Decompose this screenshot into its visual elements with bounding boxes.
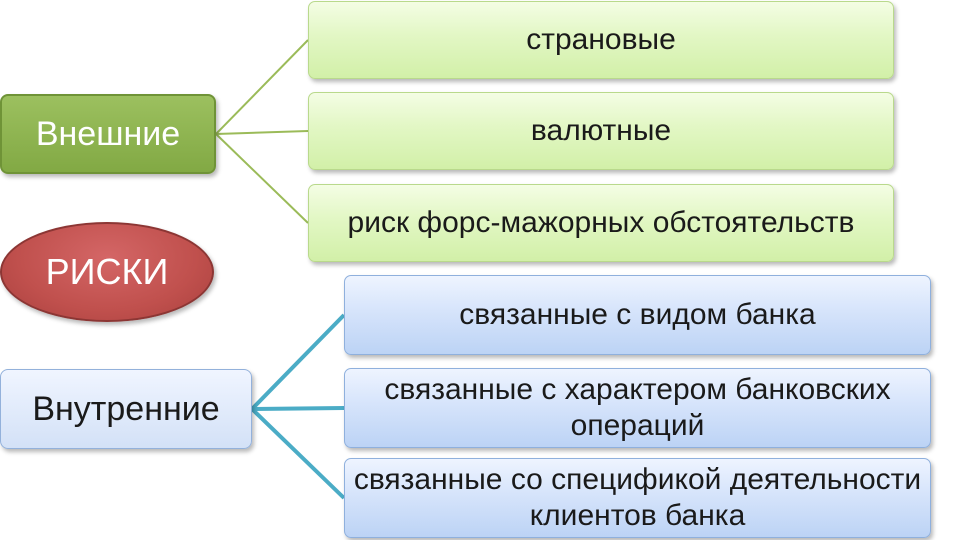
connector-external-item-1 — [215, 39, 309, 135]
external-connectors — [215, 39, 309, 224]
external-item-label: валютные — [530, 114, 672, 147]
external-item-label: страновые — [526, 23, 676, 56]
internal-item-label: связанные с характером банковских операц… — [384, 373, 891, 442]
external-item-label: риск форс-мажорных обстоятельств — [347, 206, 855, 239]
risks-center-node: РИСКИ — [0, 222, 214, 322]
external-item-force-majeure: риск форс-мажорных обстоятельств — [308, 184, 894, 262]
connector-internal-item-3 — [250, 407, 346, 500]
connector-external-item-3 — [215, 133, 309, 224]
external-item-country: страновые — [308, 1, 894, 79]
risks-label: РИСКИ — [45, 251, 169, 292]
internal-item-label: связанные с видом банка — [459, 298, 816, 331]
internal-item-clients: связанные со спецификой деятельности кли… — [344, 458, 931, 538]
internal-risks-node: Внутренние — [0, 369, 252, 449]
external-item-currency: валютные — [308, 92, 894, 170]
connector-external-item-2 — [215, 130, 309, 135]
external-risks-label: Внешние — [35, 114, 181, 153]
internal-item-bank-type: связанные с видом банка — [344, 275, 931, 355]
internal-risks-label: Внутренние — [32, 389, 220, 428]
connector-internal-item-1 — [250, 313, 346, 411]
external-risks-node: Внешние — [0, 94, 216, 174]
internal-connectors — [250, 313, 346, 500]
internal-item-operations: связанные с характером банковских операц… — [344, 368, 931, 448]
internal-item-label: связанные со спецификой деятельности кли… — [353, 463, 922, 532]
connector-internal-item-2 — [251, 406, 345, 411]
